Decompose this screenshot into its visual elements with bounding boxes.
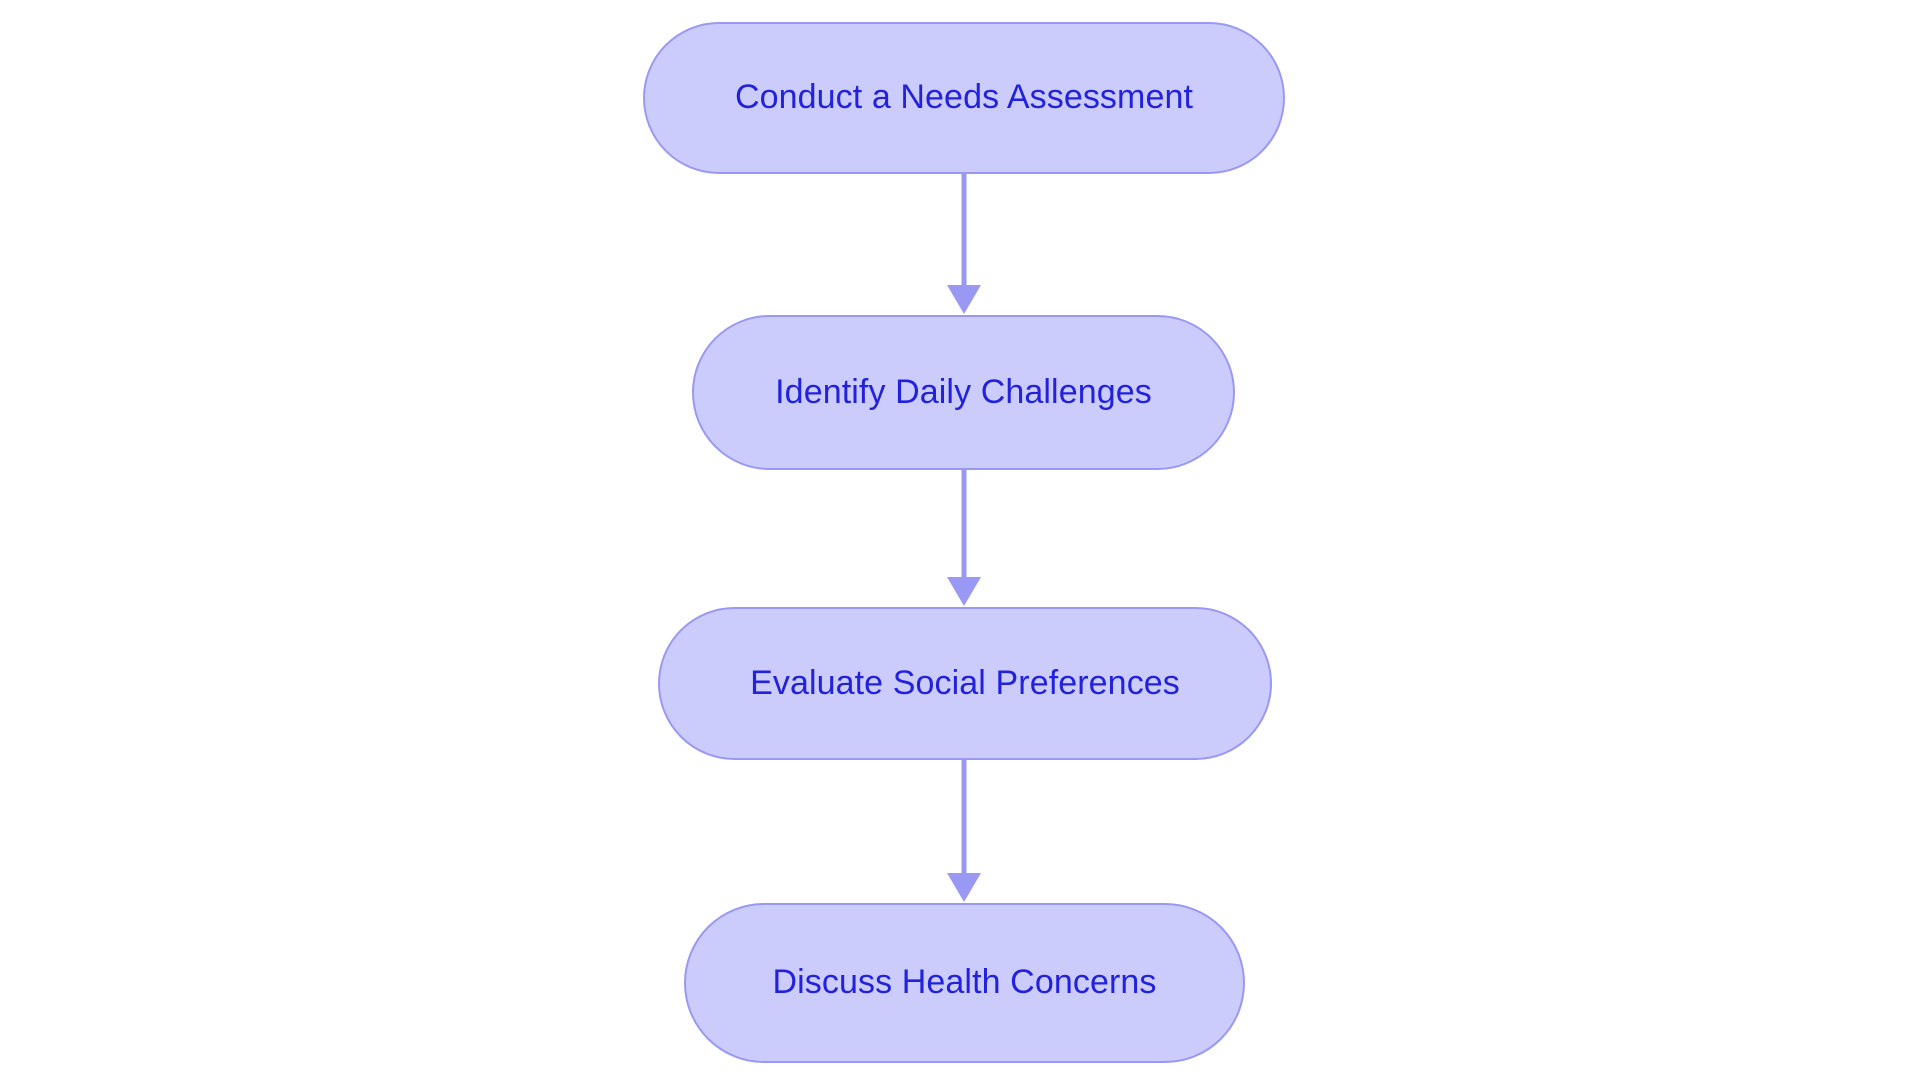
flow-node-label: Identify Daily Challenges: [775, 372, 1152, 411]
flow-node-conduct-a-needs-assessment[interactable]: Conduct a Needs Assessment: [643, 22, 1285, 174]
edge-node-1-to-node-2: [947, 470, 981, 606]
arrowhead-down-icon: [947, 873, 981, 902]
edge-node-2-to-node-3: [947, 760, 981, 902]
flow-node-label: Conduct a Needs Assessment: [734, 78, 1194, 117]
flow-node-label: Evaluate Social Preferences: [750, 663, 1180, 702]
flow-node-evaluate-social-preferences[interactable]: Evaluate Social Preferences: [658, 607, 1272, 760]
arrowhead-down-icon: [947, 285, 981, 314]
flow-node-discuss-health-concerns[interactable]: Discuss Health Concerns: [684, 903, 1245, 1063]
arrowhead-down-icon: [947, 577, 981, 606]
flow-node-label: Discuss Health Concerns: [772, 963, 1157, 1002]
flow-node-identify-daily-challenges[interactable]: Identify Daily Challenges: [692, 315, 1235, 470]
edge-node-0-to-node-1: [947, 174, 981, 314]
